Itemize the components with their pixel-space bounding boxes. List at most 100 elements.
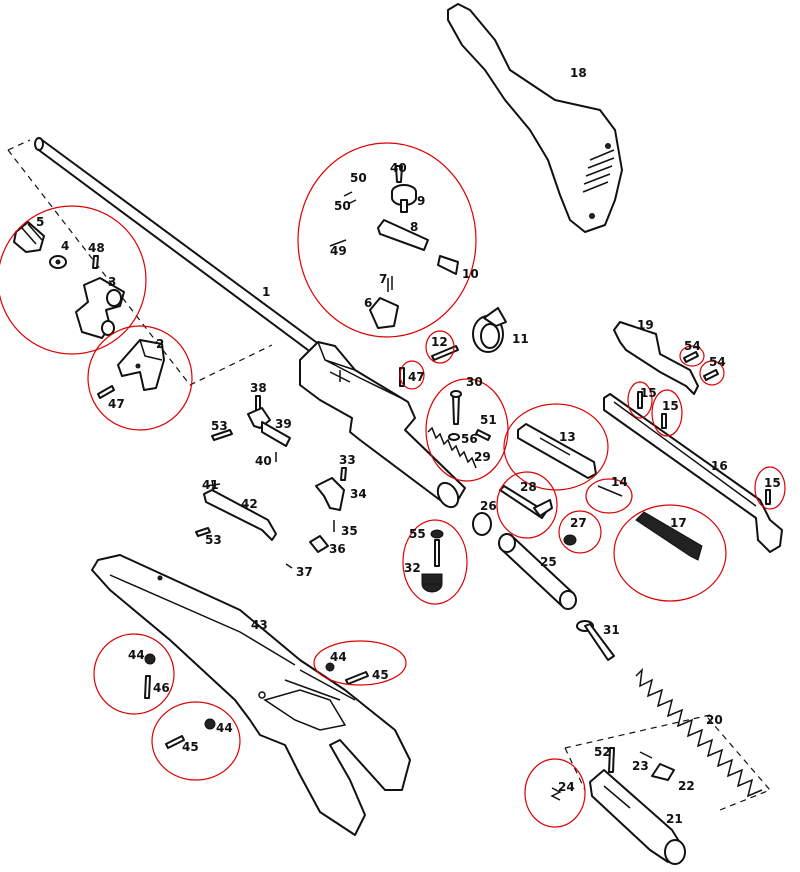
label-1: 1 <box>262 285 270 299</box>
pin-14 <box>597 485 623 497</box>
pin-15-b <box>661 413 667 429</box>
label-10: 10 <box>462 267 479 281</box>
label-17: 17 <box>670 516 687 530</box>
spring-guide-17 <box>635 511 703 561</box>
label-18: 18 <box>570 66 587 80</box>
label-15c: 15 <box>764 476 781 490</box>
nut-44-b <box>325 662 335 672</box>
label-42: 42 <box>241 497 258 511</box>
pin-53-upper <box>211 429 233 441</box>
label-46: 46 <box>153 681 170 695</box>
fore-stock <box>91 554 411 836</box>
screw-54-a <box>683 351 699 363</box>
ball-27 <box>563 534 577 546</box>
label-25: 25 <box>540 555 557 569</box>
label-20: 20 <box>706 713 723 727</box>
label-54a: 54 <box>684 339 701 353</box>
pin-51 <box>475 429 491 441</box>
screw-45-right <box>345 671 369 685</box>
trigger-plate <box>203 479 277 541</box>
piston-rod <box>450 390 462 425</box>
label-6: 6 <box>364 296 372 310</box>
pin-15-c <box>765 489 771 505</box>
label-7: 7 <box>379 272 387 286</box>
washer-56 <box>448 433 460 441</box>
label-21: 21 <box>666 812 683 826</box>
trigger-group-parts <box>329 165 459 329</box>
label-47a: 47 <box>108 397 125 411</box>
label-54b: 54 <box>709 355 726 369</box>
label-40b: 40 <box>255 454 272 468</box>
pin-12 <box>431 345 459 361</box>
label-28: 28 <box>520 480 537 494</box>
label-16: 16 <box>711 459 728 473</box>
label-2: 2 <box>156 337 164 351</box>
label-40a: 40 <box>390 161 407 175</box>
label-41: 41 <box>202 478 219 492</box>
label-12: 12 <box>431 335 448 349</box>
label-56: 56 <box>461 432 478 446</box>
trigger-bar <box>517 423 597 479</box>
nut <box>49 255 67 269</box>
assembly-guide-left <box>7 139 273 386</box>
label-11: 11 <box>512 332 529 346</box>
label-51: 51 <box>480 413 497 427</box>
pin-52 <box>608 747 615 773</box>
label-9: 9 <box>417 194 425 208</box>
label-50a: 50 <box>350 171 367 185</box>
label-44a: 44 <box>128 648 145 662</box>
label-36: 36 <box>329 542 346 556</box>
label-52: 52 <box>594 745 611 759</box>
spring-29 <box>427 426 477 469</box>
label-55: 55 <box>409 527 426 541</box>
label-26: 26 <box>480 499 497 513</box>
label-48: 48 <box>88 241 105 255</box>
bolt-31 <box>576 620 615 661</box>
receiver <box>299 341 466 509</box>
safety-lever <box>247 395 291 447</box>
muzzle-cap <box>13 221 45 253</box>
label-44c: 44 <box>216 721 233 735</box>
label-15b: 15 <box>662 399 679 413</box>
label-49: 49 <box>330 244 347 258</box>
screw-47-left <box>97 385 115 399</box>
label-31: 31 <box>603 623 620 637</box>
piston-head <box>421 529 444 593</box>
label-33: 33 <box>339 453 356 467</box>
label-13: 13 <box>559 430 576 444</box>
label-38: 38 <box>250 381 267 395</box>
label-53a: 53 <box>211 419 228 433</box>
front-sight-block <box>75 277 125 339</box>
sear-rod <box>499 485 553 519</box>
pin-23 <box>639 751 653 759</box>
ring-26 <box>472 512 492 536</box>
label-5: 5 <box>36 215 44 229</box>
trigger-housing-rail <box>603 393 783 553</box>
label-35: 35 <box>341 524 358 538</box>
label-45a: 45 <box>372 668 389 682</box>
collar <box>472 307 507 353</box>
screw-46 <box>144 675 151 699</box>
label-47b: 47 <box>408 370 425 384</box>
label-14: 14 <box>611 475 628 489</box>
label-3: 3 <box>108 275 116 289</box>
label-30: 30 <box>466 375 483 389</box>
breech-slide <box>589 769 686 865</box>
label-39: 39 <box>275 417 292 431</box>
pin-53-lower <box>195 527 211 537</box>
label-22: 22 <box>678 779 695 793</box>
label-4: 4 <box>61 239 69 253</box>
catch-22 <box>651 763 675 781</box>
pin-15-a <box>637 391 643 409</box>
label-24: 24 <box>558 780 575 794</box>
nut-44-a <box>144 653 156 665</box>
label-8: 8 <box>410 220 418 234</box>
butt-stock <box>447 3 623 233</box>
label-53b: 53 <box>205 533 222 547</box>
label-45b: 45 <box>182 740 199 754</box>
piston-tube <box>498 533 577 610</box>
label-34: 34 <box>350 487 367 501</box>
pin-24 <box>550 787 562 801</box>
